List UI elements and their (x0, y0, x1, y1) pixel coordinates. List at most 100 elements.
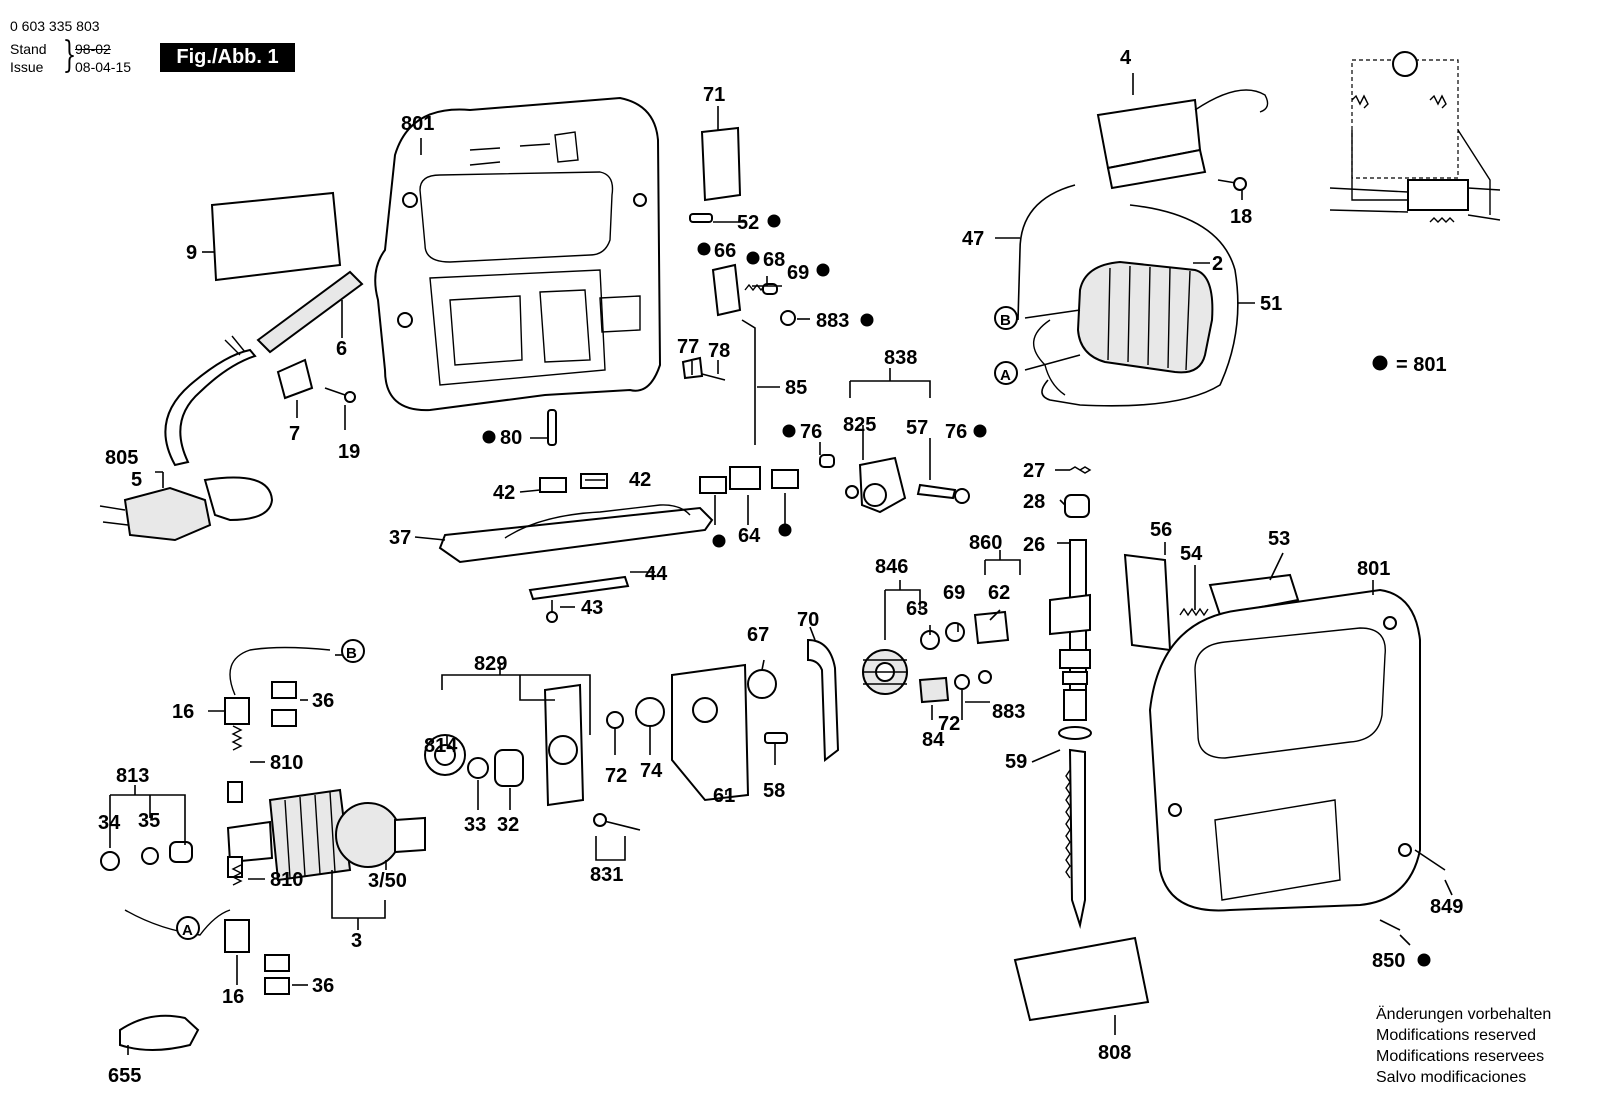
part-label: 44 (645, 563, 668, 585)
nameplate-808-drawing (1013, 936, 1150, 1022)
part-label: 810 (270, 869, 303, 891)
roller-guide-drawing (819, 454, 970, 514)
part-label: 62 (988, 582, 1010, 604)
wire-51-drawing (1041, 204, 1239, 407)
part-label: A (1000, 367, 1011, 384)
legend-bullet-icon (1372, 355, 1388, 371)
part-label: 655 (108, 1065, 141, 1087)
part-label: 51 (1260, 293, 1282, 315)
part-label: 6 (336, 338, 347, 360)
part-label: 838 (884, 347, 917, 369)
wiring-schematic-drawing (1329, 51, 1501, 223)
note-line: Modifications reservees (1376, 1048, 1545, 1065)
screw-19-drawing (324, 387, 356, 403)
part-label: 9 (186, 242, 197, 264)
label-plate-71-drawing (700, 126, 742, 202)
note-line: Änderungen vorbehalten (1376, 1006, 1552, 1023)
bullet-markers (482, 214, 1431, 967)
stand-date: 98-02 (75, 41, 111, 57)
brush-assembly-drawing (124, 646, 331, 995)
part-label: 19 (338, 441, 360, 463)
part-label: 85 (785, 377, 807, 399)
note-line: Salvo modificaciones (1376, 1069, 1527, 1086)
part-label: 53 (1268, 528, 1290, 550)
part-label: 36 (312, 690, 334, 712)
screw-78-drawing (701, 373, 726, 381)
part-label: 813 (116, 765, 149, 787)
part-label: 69 (787, 262, 809, 284)
part-label: 80 (500, 427, 522, 449)
part-label: 825 (843, 414, 876, 436)
armature-drawing (100, 788, 426, 882)
figure-label: Fig./Abb. 1 (160, 43, 295, 72)
part-label: 68 (763, 249, 785, 271)
part-label: 814 (424, 735, 458, 757)
part-label: 846 (875, 556, 908, 578)
part-label: 810 (270, 752, 303, 774)
housing-half-drawing (374, 96, 662, 412)
part-label: 4 (1120, 47, 1132, 69)
washer-72-drawing (606, 711, 624, 729)
part-label: 72 (938, 713, 960, 735)
part-label: 76 (945, 421, 967, 443)
part-label: 7 (289, 423, 300, 445)
part-label: 808 (1098, 1042, 1131, 1064)
guide-plate-56-drawing (1123, 553, 1172, 652)
bracket-66-drawing (711, 263, 742, 317)
stand-label: Stand (10, 41, 47, 57)
part-label: 59 (1005, 751, 1027, 773)
part-label: 34 (98, 812, 121, 834)
part-label: 849 (1430, 896, 1463, 918)
part-label: 3 (351, 930, 362, 952)
field-coil-drawing (1033, 260, 1214, 396)
part-label: 71 (703, 84, 725, 106)
spring-54-drawing (1179, 607, 1209, 617)
part-label: 43 (581, 597, 603, 619)
base-plate-drawing (438, 473, 714, 623)
power-cord-drawing (99, 335, 274, 542)
nameplate-9-drawing (210, 191, 342, 282)
part-label: 70 (797, 609, 819, 631)
part-label: 84 (922, 729, 945, 751)
part-label: 829 (474, 653, 507, 675)
washer-74-drawing (635, 697, 665, 727)
leader-lines (109, 73, 1453, 1055)
brush-holder-53-drawing (1208, 573, 1300, 617)
part-label: 37 (389, 527, 411, 549)
part-label: 74 (640, 760, 663, 782)
part-label: 883 (992, 701, 1025, 723)
modifications-note: Änderungen vorbehalten Modifications res… (1376, 1004, 1551, 1088)
document-number: 0 603 335 803 (10, 18, 100, 34)
part-label: 58 (763, 780, 785, 802)
part-label: 26 (1023, 534, 1045, 556)
part-label: 33 (464, 814, 486, 836)
part-label: 32 (497, 814, 519, 836)
part-label: B (1000, 312, 1011, 329)
part-label: 16 (172, 701, 194, 723)
part-label: 16 (222, 986, 244, 1008)
clamp-64b-drawing (729, 466, 761, 490)
part-label: 27 (1023, 460, 1045, 482)
issue-label: Issue (10, 59, 44, 75)
part-label: 860 (969, 532, 1002, 554)
part-655-drawing (119, 1014, 200, 1051)
issue-date: 08-04-15 (75, 59, 132, 75)
part-label: 42 (629, 469, 651, 491)
part-label: 56 (1150, 519, 1172, 541)
part-label: 54 (1180, 543, 1203, 565)
housing-cover-drawing (1148, 588, 1446, 931)
part-label: 42 (493, 482, 515, 504)
part-label: 801 (401, 113, 434, 135)
part-label: A (182, 922, 193, 939)
part-label: 72 (605, 765, 627, 787)
pin-52-drawing (689, 213, 713, 223)
part-label: 69 (943, 582, 965, 604)
part-labels: 801 71 9 6 52 66 68 69 883 77 78 85 7 19… (98, 47, 1463, 1087)
part-label: 63 (906, 598, 928, 620)
part-label: 5 (131, 469, 142, 491)
part-label: 805 (105, 447, 138, 469)
plunger-drawing (1049, 466, 1092, 929)
part-label: 64 (738, 525, 761, 547)
part-label: 66 (714, 240, 736, 262)
